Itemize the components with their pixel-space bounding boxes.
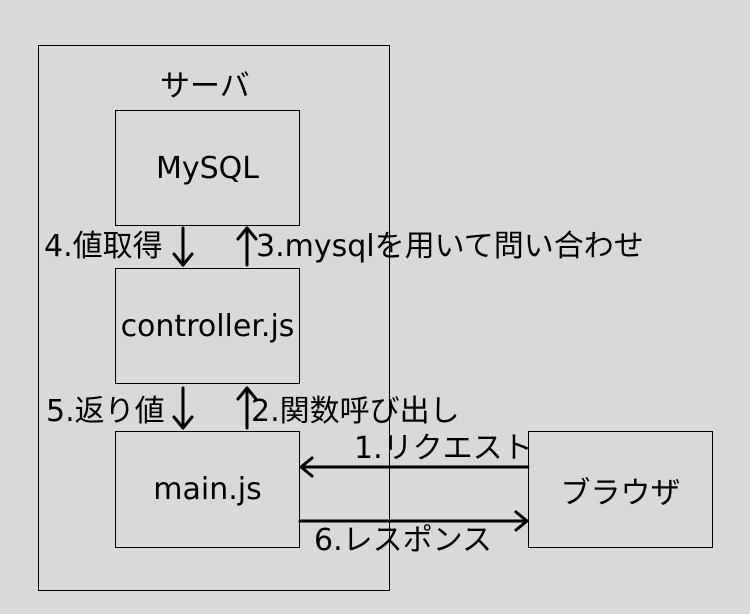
arrow-get-value bbox=[172, 226, 194, 267]
main-node: main.js bbox=[115, 431, 300, 548]
server-label: サーバ bbox=[160, 69, 250, 104]
controller-label: controller.js bbox=[120, 308, 295, 344]
main-label: main.js bbox=[153, 472, 262, 507]
label-call-function: 2.関数呼び出し bbox=[251, 394, 460, 429]
mysql-label: MySQL bbox=[155, 150, 259, 186]
arrow-return-value bbox=[172, 386, 194, 430]
label-response: 6.レスポンス bbox=[314, 523, 493, 558]
arrow-response bbox=[298, 510, 529, 532]
arrow-request bbox=[299, 456, 530, 478]
label-query-mysql: 3.mysqlを用いて問い合わせ bbox=[256, 229, 644, 264]
label-return-value: 5.返り値 bbox=[46, 394, 165, 429]
browser-label: ブラウザ bbox=[560, 475, 681, 511]
mysql-node: MySQL bbox=[115, 110, 300, 226]
controller-node: controller.js bbox=[115, 268, 300, 384]
server-container bbox=[38, 45, 390, 591]
browser-node: ブラウザ bbox=[528, 431, 713, 548]
label-request: 1.リクエスト bbox=[354, 431, 533, 466]
label-get-value: 4.値取得 bbox=[44, 229, 163, 264]
arrow-call-function bbox=[236, 386, 258, 430]
arrow-query-mysql bbox=[236, 226, 258, 267]
